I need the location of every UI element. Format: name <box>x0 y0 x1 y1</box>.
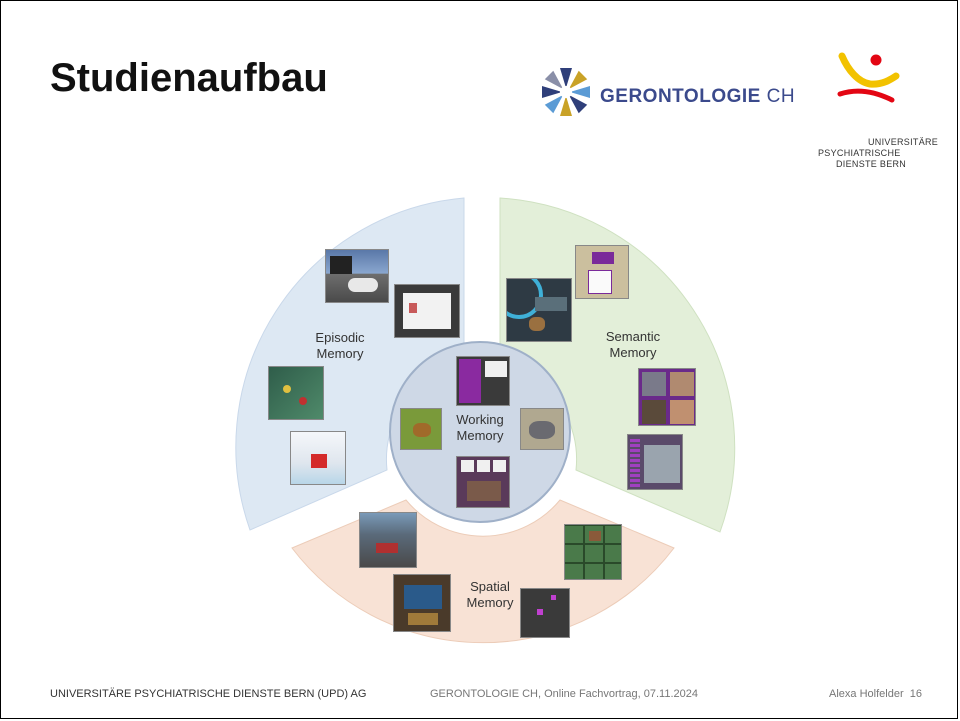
working-cards-thumbnail <box>456 356 510 406</box>
spatial-maze-thumbnail <box>520 588 570 638</box>
footer-author-page: Alexa Holfelder 16 <box>829 688 922 700</box>
footer-organization: UNIVERSITÄRE PSYCHIATRISCHE DIENSTE BERN… <box>50 688 367 700</box>
episodic-gift-thumbnail <box>290 431 346 485</box>
episodic-room-thumbnail <box>268 366 324 420</box>
working-animal-thumbnail <box>400 408 442 450</box>
spatial-room-thumbnail <box>393 574 451 632</box>
semantic-card-thumbnail <box>575 245 629 299</box>
working-elephant-thumbnail <box>520 408 564 450</box>
flower-star-icon <box>542 68 590 116</box>
episodic-car-thumbnail <box>325 249 389 303</box>
page-title: Studienaufbau <box>50 56 328 100</box>
semantic-faces-thumbnail <box>638 368 696 426</box>
upd-logo: UNIVERSITÄRE PSYCHIATRISCHE DIENSTE BERN <box>818 48 940 178</box>
stick-figure-icon <box>837 52 900 103</box>
semantic-screen-thumbnail <box>627 434 683 490</box>
footer-event: GERONTOLOGIE CH, Online Fachvortrag, 07.… <box>430 688 698 700</box>
gerontologie-wordmark: GERONTOLOGIE CH <box>600 86 796 107</box>
episodic-screen-thumbnail <box>394 284 460 338</box>
page-number: 16 <box>909 688 922 700</box>
footer-author: Alexa Holfelder <box>829 688 904 700</box>
upd-text-line2: PSYCHIATRISCHE <box>818 148 901 158</box>
spatial-street-thumbnail <box>359 512 417 568</box>
working-memory-circle <box>389 341 571 523</box>
upd-text-line1: UNIVERSITÄRE <box>868 137 939 147</box>
semantic-wheel-thumbnail <box>506 278 572 342</box>
upd-text-line3: DIENSTE BERN <box>836 159 907 169</box>
working-task-thumbnail <box>456 456 510 508</box>
gerontologie-logo: GERONTOLOGIE CH <box>538 64 798 122</box>
spatial-grid-thumbnail <box>564 524 622 580</box>
